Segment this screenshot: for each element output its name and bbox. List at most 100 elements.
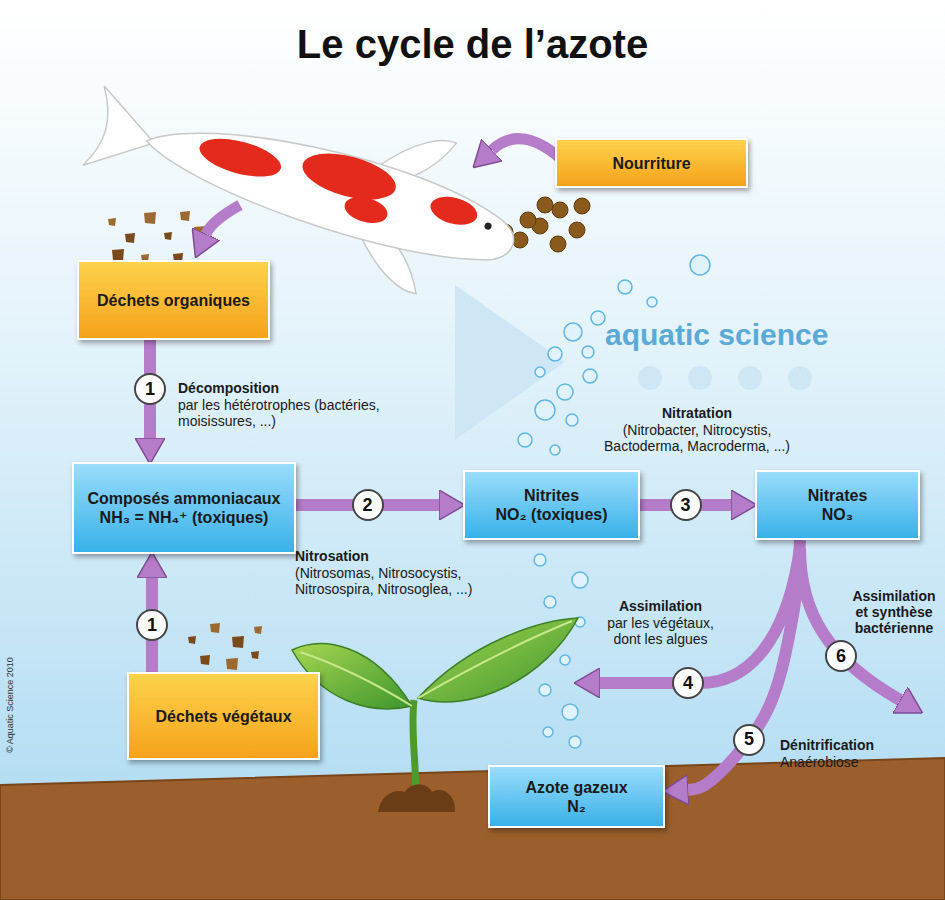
box-text: Déchets végétaux <box>155 707 291 726</box>
bubble <box>535 400 555 420</box>
process-name: Assimilation <box>598 598 723 614</box>
callout-number: 2 <box>352 489 384 521</box>
plant-leaf <box>418 618 578 702</box>
bubble <box>591 311 605 325</box>
waste-piece <box>125 233 135 243</box>
waste-piece <box>254 626 262 634</box>
process-name: Nitratation <box>582 405 812 421</box>
compound-box: NitratesNO₃ <box>755 470 920 540</box>
ground <box>0 758 945 900</box>
fish-tail <box>83 86 165 182</box>
process-name: Assimilation et synthèse bactérienne <box>848 588 940 636</box>
waste-piece <box>251 651 259 659</box>
callout-number: 3 <box>670 489 702 521</box>
compound-box: NitritesNO₂ (toxiques) <box>463 470 640 540</box>
food-pellet <box>569 222 585 238</box>
waste-piece <box>232 636 244 648</box>
bubble <box>569 736 581 748</box>
compound-box: Composés ammoniacauxNH₃ = NH₄⁺ (toxiques… <box>72 462 296 554</box>
waste-piece <box>144 212 156 224</box>
process-note: (Nitrosomas, Nitrosocystis, Nitrosospira… <box>295 565 510 597</box>
box-text: Composés ammoniacaux <box>88 489 281 508</box>
bubble <box>548 347 562 361</box>
food-pellet <box>552 202 568 218</box>
leaf-vein <box>418 621 572 698</box>
source-box: Déchets organiques <box>77 260 270 340</box>
waste-piece <box>226 658 238 670</box>
copyright: © Aquatic Science 2010 <box>5 625 15 785</box>
watermark-dot <box>788 366 812 390</box>
source-box: Nourriture <box>555 138 748 188</box>
bubble <box>518 433 532 447</box>
feed-arrow <box>492 139 560 158</box>
bubble <box>564 323 582 341</box>
fish-patch <box>427 192 480 230</box>
box-text: NH₃ = NH₄⁺ (toxiques) <box>100 508 269 527</box>
waste-piece <box>164 232 172 240</box>
process-note: Anaérobiose <box>780 754 930 770</box>
food-pellet <box>550 236 566 252</box>
bubble <box>582 346 594 358</box>
bubble <box>550 445 560 455</box>
bubble <box>647 297 657 307</box>
fish-patch <box>342 193 391 228</box>
fish-eye <box>484 222 493 231</box>
process-name: Décomposition <box>178 380 398 396</box>
bubble <box>560 655 570 665</box>
watermark-dot <box>738 366 762 390</box>
bubble <box>583 369 597 383</box>
box-text: Azote gazeux <box>525 778 627 797</box>
watermark-dot <box>688 366 712 390</box>
callout-number: 1 <box>136 609 168 641</box>
bubble <box>557 384 573 400</box>
process-name: Nitrosation <box>295 548 515 564</box>
callout-number: 6 <box>825 640 857 672</box>
fish-patch <box>196 131 285 184</box>
box-text: Déchets organiques <box>97 291 250 310</box>
box-text: NO₂ (toxiques) <box>496 505 608 524</box>
waste-piece <box>108 218 116 226</box>
bubble <box>539 684 551 696</box>
diagram-title: Le cycle de l’azote <box>0 22 945 67</box>
compound-box: Azote gazeuxN₂ <box>488 765 665 828</box>
callout-number: 5 <box>733 724 765 756</box>
bubble <box>572 572 588 588</box>
box-text: NO₃ <box>822 505 853 524</box>
watermark: aquatic science <box>605 318 828 352</box>
bubble <box>566 414 578 426</box>
bubble <box>535 367 545 377</box>
fish-body <box>136 104 524 278</box>
food-pellet <box>537 197 553 213</box>
waste-arrow <box>206 205 240 234</box>
waste-piece <box>180 211 190 221</box>
bubble <box>562 704 578 720</box>
watermark-logo <box>455 285 565 440</box>
box-text: Nitrates <box>808 486 868 505</box>
box-text: Nourriture <box>612 154 690 173</box>
food-pellet <box>520 212 536 228</box>
callout-number: 4 <box>672 667 704 699</box>
process-note: par les hétérotrophes (bactéries, moisis… <box>178 397 393 429</box>
food-pellet <box>512 232 528 248</box>
waste-piece <box>210 623 220 633</box>
process-note: par les végétaux, dont les algues <box>598 615 723 647</box>
waste-piece <box>188 636 196 644</box>
bubble <box>543 727 553 737</box>
process-note: (Nitrobacter, Nitrocystis, Bactoderma, M… <box>582 422 812 454</box>
bubble <box>690 255 710 275</box>
box-text: Nitrites <box>524 486 579 505</box>
callout-number: 1 <box>134 373 166 405</box>
box-text: N₂ <box>567 797 586 816</box>
waste-piece <box>200 655 210 665</box>
food-pellet <box>574 198 590 214</box>
bubble <box>544 596 556 608</box>
process-name: Dénitrification <box>780 737 930 753</box>
bubble <box>534 554 546 566</box>
source-box: Déchets végétaux <box>127 672 320 760</box>
bubble <box>618 280 632 294</box>
fish-patch <box>298 145 401 208</box>
watermark-dot <box>638 366 662 390</box>
soil-mound <box>378 785 455 813</box>
